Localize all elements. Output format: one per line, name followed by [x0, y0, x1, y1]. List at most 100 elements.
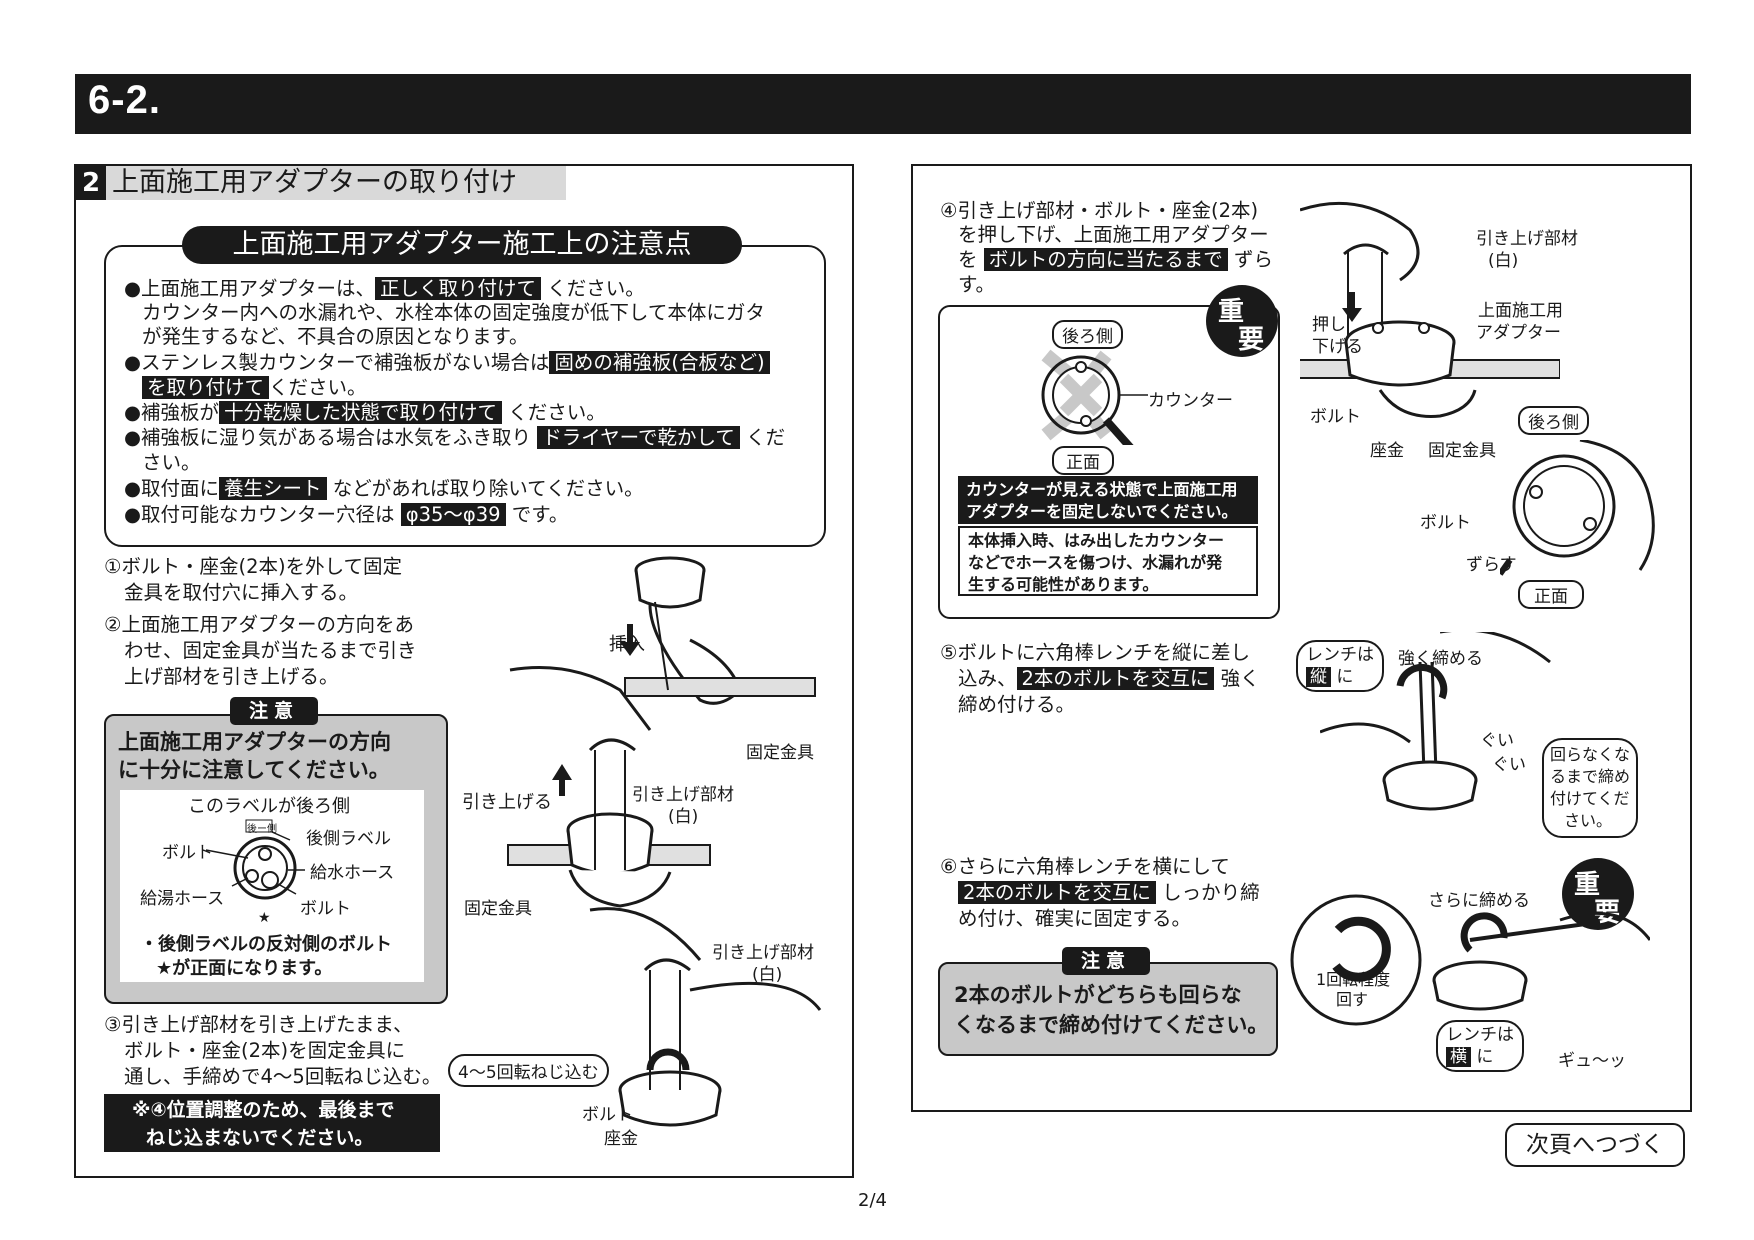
- section-number: 6-2.: [88, 78, 161, 122]
- fig-insert-label: 挿入: [609, 634, 645, 655]
- fig-bolt-label: ボルト: [582, 1105, 633, 1125]
- step-3-line-2: ボルト・座金(2本)を固定金具に: [124, 1039, 406, 1062]
- fig-white-label: (白): [668, 807, 699, 827]
- fig-r-pull-member: 引き上げ部材: [1476, 229, 1578, 249]
- fig-r-bolt: ボルト: [1310, 407, 1361, 427]
- caution-line-3: が発生するなど、不具合の原因となります。: [142, 325, 529, 348]
- step-5-line-1: ⑤ボルトに六角棒レンチを縦に差し: [940, 641, 1250, 664]
- caution-line-7: ●補強板に湿り気がある場合は水気をふき取り ドライヤーで乾かして くだ: [124, 426, 786, 449]
- section-title-bg: [76, 166, 566, 200]
- fig-r-adapter-1: 上面施工用: [1478, 301, 1563, 321]
- caution-line-4: ●ステンレス製カウンターで補強板がない場合は固めの補強板(合板など): [124, 350, 770, 375]
- fig-white-label-2: (白): [752, 965, 783, 985]
- next-page-label: 次頁へつづく: [1505, 1123, 1685, 1167]
- fig-r-push-2: 下げる: [1312, 337, 1363, 357]
- label-bolt-2: ボルト: [300, 899, 351, 919]
- fig-washer-label: 座金: [604, 1129, 638, 1149]
- step-6-line-2: 2本のボルトを交互に しっかり締: [958, 880, 1260, 906]
- step-4-line-1: ④引き上げ部材・ボルト・座金(2本): [940, 199, 1259, 222]
- caution-line-1: ●上面施工用アダプターは、正しく取り付けて ください。: [124, 277, 645, 300]
- vertical-wrench-illustration: [1320, 632, 1551, 811]
- fig-r-front-tag: 正面: [1518, 580, 1584, 609]
- section-title: 上面施工用アダプターの取り付け: [112, 167, 517, 198]
- fig-pull-member-label-2: 引き上げ部材: [712, 943, 814, 963]
- attention-tag-2: 注意: [1062, 947, 1150, 975]
- header-bar: [75, 74, 1691, 134]
- attention-tag: 注意: [230, 697, 318, 725]
- caution-heading: 上面施工用アダプター施工上の注意点: [182, 226, 742, 264]
- step-6-line-3: め付け、確実に固定する。: [958, 907, 1192, 930]
- step-2-line-1: ②上面施工用アダプターの方向をあ: [104, 613, 414, 636]
- fig-r-bolt-2: ボルト: [1420, 513, 1471, 533]
- adapter-top-view: [1041, 349, 1148, 445]
- position-note: ※④位置調整のため、最後までねじ込まないでください。: [104, 1094, 440, 1152]
- counter-label: カウンター: [1148, 391, 1233, 411]
- fig-r-shift: ずらす: [1466, 555, 1517, 575]
- label-top-text: このラベルが後ろ側: [188, 796, 350, 817]
- fig-pull-up-label: 引き上げる: [462, 792, 552, 813]
- fig-screw-label: 4～5回転ねじ込む: [448, 1054, 609, 1087]
- important-badge: 重 要: [1206, 285, 1278, 357]
- caution-line-10: ●取付可能なカウンター穴径は φ35～φ39 です。: [124, 503, 569, 526]
- step-2-line-3: 上げ部材を引き上げる。: [124, 665, 339, 688]
- fig-r-white: (白): [1488, 251, 1519, 271]
- fig-r-back-tag: 後ろ側: [1518, 406, 1589, 435]
- push-down-illustration: [1300, 201, 1560, 418]
- step-4-line-4: す。: [958, 273, 996, 296]
- until-tight-note: 回らなくなるまで締め付けてください。: [1542, 738, 1639, 838]
- back-tag: 後ー側: [247, 824, 277, 835]
- important-box: [938, 305, 1280, 619]
- fig-r-gui-2: ぐい: [1492, 755, 1526, 775]
- step-2-line-2: わせ、固定金具が当たるまで引き: [124, 639, 417, 662]
- fig-r-push-1: 押し: [1312, 315, 1346, 335]
- wrench-horizontal-note: レンチは横 に: [1436, 1020, 1524, 1072]
- attention-message-2: 2本のボルトがどちらも回らなくなるまで締め付けてください。: [954, 983, 1269, 1037]
- back-side-tag: 後ろ側: [1052, 320, 1123, 349]
- fig-r-turn-1: 1回転程度: [1316, 970, 1391, 989]
- fig-r-more: さらに締める: [1428, 891, 1530, 911]
- step-4-line-3: を ボルトの方向に当たるまで ずら: [958, 248, 1273, 271]
- fig-pull-member-label: 引き上げ部材: [632, 785, 734, 805]
- caution-line-6: ●補強板が十分乾燥した状態で取り付けて ください。: [124, 401, 606, 424]
- front-tag: 正面: [1052, 446, 1114, 475]
- fig-r-adapter-2: アダプター: [1476, 323, 1561, 343]
- fig-r-gyu: ギュ～ッ: [1558, 1051, 1626, 1071]
- important-warning-detail: 本体挿入時、はみ出したカウンターなどでホースを傷つけ、水漏れが発生する可能性があ…: [958, 526, 1258, 596]
- important-warning: カウンターが見える状態で上面施工用アダプターを固定しないでください。: [958, 476, 1258, 524]
- fig-bracket-label: 固定金具: [746, 743, 814, 763]
- fig-r-gui-1: ぐい: [1480, 731, 1514, 751]
- star-mark: ★: [258, 910, 271, 926]
- step-3-line-1: ③引き上げ部材を引き上げたまま、: [104, 1013, 413, 1036]
- step-1-line-2: 金具を取付穴に挿入する。: [124, 581, 359, 604]
- fig-r-turn-2: 回す: [1336, 990, 1369, 1009]
- caution-line-9: ●取付面に養生シート などがあれば取り除いてください。: [124, 477, 644, 500]
- step-1-line-1: ①ボルト・座金(2本)を外して固定: [104, 555, 403, 578]
- label-note-2: ★が正面になります。: [156, 958, 333, 979]
- page-number: 2/4: [858, 1190, 887, 1211]
- wrench-vertical-note: レンチは縦 に: [1296, 640, 1384, 692]
- fig-r-bracket: 固定金具: [1428, 441, 1496, 461]
- label-hot-hose: 給湯ホース: [140, 889, 225, 909]
- section-step-number: 2: [76, 166, 106, 200]
- attention-message: 上面施工用アダプターの方向に十分に注意してください。: [118, 730, 391, 782]
- left-install-illustrations: [507, 556, 822, 1127]
- fig-r-washer: 座金: [1370, 441, 1404, 461]
- label-bolt: ボルト: [162, 843, 213, 863]
- horizontal-wrench-illustration: [1290, 894, 1650, 1026]
- step-3-line-3: 通し、手締めで4～5回転ねじ込む。: [124, 1065, 442, 1088]
- label-note-1: ・後側ラベルの反対側のボルト: [140, 934, 392, 955]
- step-5-line-2: 込み、2本のボルトを交互に 強く: [958, 667, 1260, 690]
- fig-bracket-label-2: 固定金具: [464, 899, 532, 919]
- attention-box-2: [938, 962, 1278, 1056]
- shift-illustration: [1500, 440, 1655, 576]
- label-back: 後側ラベル: [306, 829, 391, 849]
- caution-line-2: カウンター内への水漏れや、水栓本体の固定強度が低下して本体にガタ: [142, 301, 765, 324]
- step-4-line-2: を押し下げ、上面施工用アダプター: [958, 223, 1269, 246]
- step-6-line-1: ⑥さらに六角棒レンチを横にして: [940, 855, 1230, 878]
- rear-label-diagram: [205, 819, 305, 900]
- caution-line-8: さい。: [142, 451, 201, 474]
- fig-r-tighten-strong: 強く締める: [1398, 649, 1483, 669]
- step-5-line-3: 締め付ける。: [958, 693, 1076, 716]
- label-water-hose: 給水ホース: [310, 863, 395, 883]
- caution-line-5: を取り付けてください。: [142, 375, 367, 400]
